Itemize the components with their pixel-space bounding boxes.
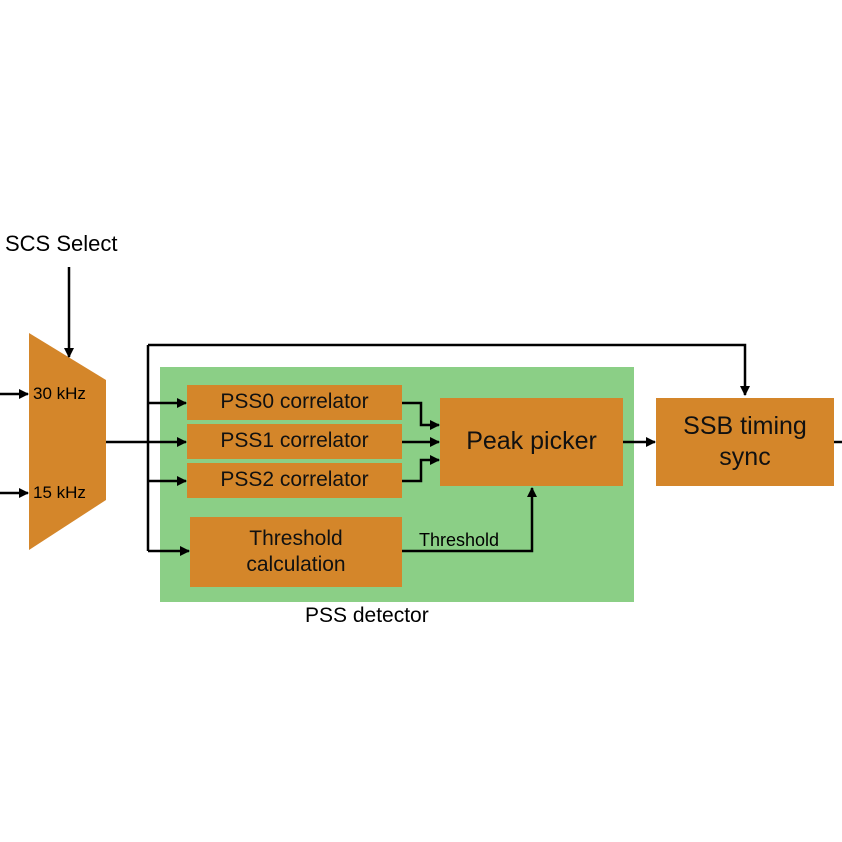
pss2-correlator-block: PSS2 correlator	[187, 463, 402, 498]
scs-select-label: SCS Select	[5, 231, 118, 256]
threshold-calculation-label-line1: Threshold	[249, 526, 343, 550]
threshold-edge-label: Threshold	[419, 530, 500, 550]
peak-picker-label: Peak picker	[466, 427, 597, 456]
scs-mux	[29, 333, 106, 550]
ssb-timing-sync-block: SSB timing sync	[656, 398, 834, 486]
ssb-timing-sync-label-line2: sync	[719, 443, 771, 471]
pss0-correlator-block: PSS0 correlator	[187, 385, 402, 420]
pss0-correlator-label: PSS0 correlator	[220, 390, 369, 414]
bypass-line	[148, 343, 750, 396]
threshold-calculation-block: Threshold calculation	[190, 517, 402, 587]
pss2-to-peak-arrow	[402, 455, 440, 483]
peak-picker-block: Peak picker	[440, 398, 623, 486]
pss1-correlator-block: PSS1 correlator	[187, 424, 402, 459]
pss2-correlator-label: PSS2 correlator	[220, 468, 369, 492]
threshold-to-peak-arrow	[402, 487, 537, 553]
mux-input-15khz-label: 15 kHz	[33, 483, 86, 502]
threshold-calculation-label-line2: calculation	[246, 553, 346, 576]
ssb-timing-sync-label-line1: SSB timing	[683, 411, 807, 440]
pss1-correlator-label: PSS1 correlator	[220, 429, 369, 453]
pss0-to-peak-arrow	[402, 401, 440, 430]
pss-detector-label: PSS detector	[305, 604, 429, 627]
mux-input-30khz-label: 30 kHz	[33, 384, 86, 403]
